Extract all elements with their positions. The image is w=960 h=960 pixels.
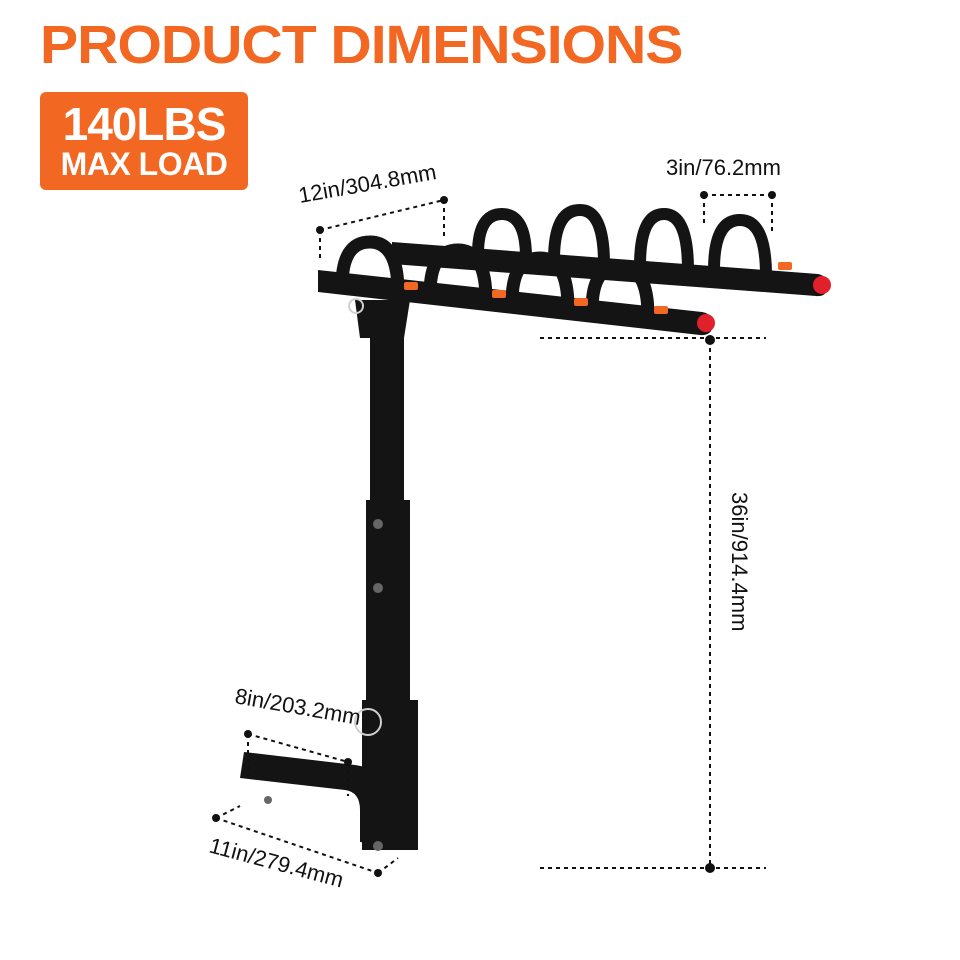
- page-title: PRODUCT DIMENSIONS: [40, 15, 683, 75]
- reflector-front: [697, 314, 715, 332]
- strap-knobs: [404, 262, 792, 314]
- rack-bolt: [373, 841, 383, 851]
- dim-cradle-gap: [700, 191, 776, 232]
- rack-bolt: [373, 519, 383, 529]
- rear-cradles: [472, 203, 772, 282]
- max-load-badge: 140LBS MAX LOAD: [40, 92, 248, 190]
- rack-pin-clip: [354, 708, 382, 736]
- rack-mast-upper: [370, 325, 404, 505]
- bike-rack-image: [240, 203, 831, 851]
- dim-height: [540, 335, 766, 873]
- max-load-weight: 140LBS: [62, 98, 227, 150]
- rack-bolt: [264, 796, 272, 804]
- dim-top-width: [316, 196, 448, 262]
- rack-pivot: [355, 300, 410, 338]
- dim-hitch-length: [212, 805, 399, 877]
- rack-hitch-bar: [240, 752, 395, 846]
- dim-hitch-length-label: 11in/279.4mm: [207, 833, 347, 893]
- dim-hitch-rise-label: 8in/203.2mm: [233, 683, 363, 730]
- front-cradles: [335, 235, 655, 323]
- dim-top-width-label: 12in/304.8mm: [297, 159, 439, 208]
- rack-mast-lower: [366, 500, 410, 710]
- rack-bolt: [373, 583, 383, 593]
- dim-height-label: 36in/914.4mm: [727, 492, 752, 631]
- dim-hitch-rise: [244, 730, 352, 796]
- reflector-rear: [813, 276, 831, 294]
- max-load-label: MAX LOAD: [60, 146, 228, 182]
- dim-cradle-gap-label: 3in/76.2mm: [666, 155, 781, 180]
- rack-pin-clip: [348, 298, 364, 314]
